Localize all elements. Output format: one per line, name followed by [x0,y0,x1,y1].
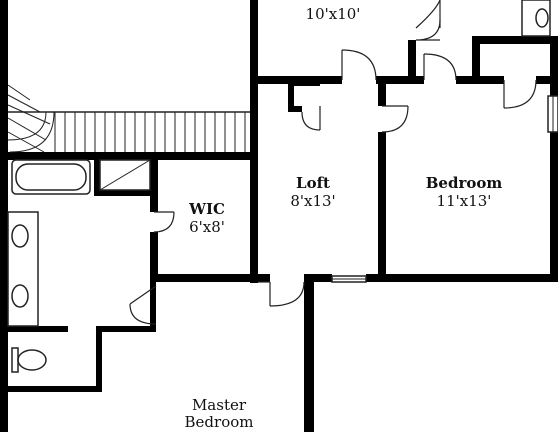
wall-loft-bottom-right [366,274,386,282]
wall-closet-top [288,80,320,86]
wall-bath-left [472,36,480,84]
wall-bath-bottom [8,386,102,392]
vanity-counter [7,211,39,327]
toilet-tank [11,347,19,373]
wall-left-exterior [0,0,8,432]
sink-lower [11,284,29,308]
door-master [129,285,157,305]
wall-closet-bottom [288,106,302,112]
wall-bath-mid [8,326,68,332]
bathtub [11,159,91,195]
wall-bedroom-left [378,84,386,106]
wall-bath-right [150,282,156,332]
master-bedroom-name: Master [192,396,247,414]
wall-wic-left-lower [150,232,158,282]
shower-stall [99,159,151,191]
toilet-bowl [17,349,47,371]
wall-bedroom-top-left [380,76,424,84]
wall-right-exterior-top [550,36,558,96]
shower-diagonal [99,159,151,191]
top-room-size: 10'x10' [306,5,361,23]
wall-top-room-bottom-right [408,40,416,84]
wall-top-room-right [250,0,258,80]
master-bedroom-name-line2: Bedroom [185,413,254,431]
door-top-room [415,19,441,41]
wall-shower-left [94,152,100,196]
wic-name: WIC [188,200,225,218]
bathtub-inner [15,163,87,191]
wall-wic-left [150,152,158,212]
wall-shower-bottom [94,190,158,196]
wall-master-right [304,274,314,432]
bedroom-size: 11'x13' [437,192,492,210]
bath-sink-top [521,0,551,37]
stair-treads [7,84,246,153]
wic-size: 6'x8' [189,218,225,236]
wall-bath-partition [96,326,156,332]
loft-name: Loft [296,174,330,192]
wall-bedroom-bottom [378,274,558,282]
loft-size: 8'x13' [290,192,335,210]
wall-right-exterior-bottom [550,132,558,282]
wall-bath-top [472,36,558,44]
wall-closet-left [288,80,294,112]
sink-upper [11,224,29,248]
wall-top-room-corner [408,40,412,44]
bedroom-name: Bedroom [426,174,503,192]
wall-bath-partition-v [96,326,102,392]
thin-lines [7,0,558,373]
wall-bath-bottom-right [536,76,558,84]
wall-loft-bottom [304,274,332,282]
bath-sink-bowl [535,8,549,28]
wall-loft-left-upper [250,80,258,275]
wall-bedroom-left-lower [378,132,386,282]
wall-wic-bottom [150,274,270,282]
wall-stair-bottom [0,152,258,160]
door-swings [129,0,537,325]
